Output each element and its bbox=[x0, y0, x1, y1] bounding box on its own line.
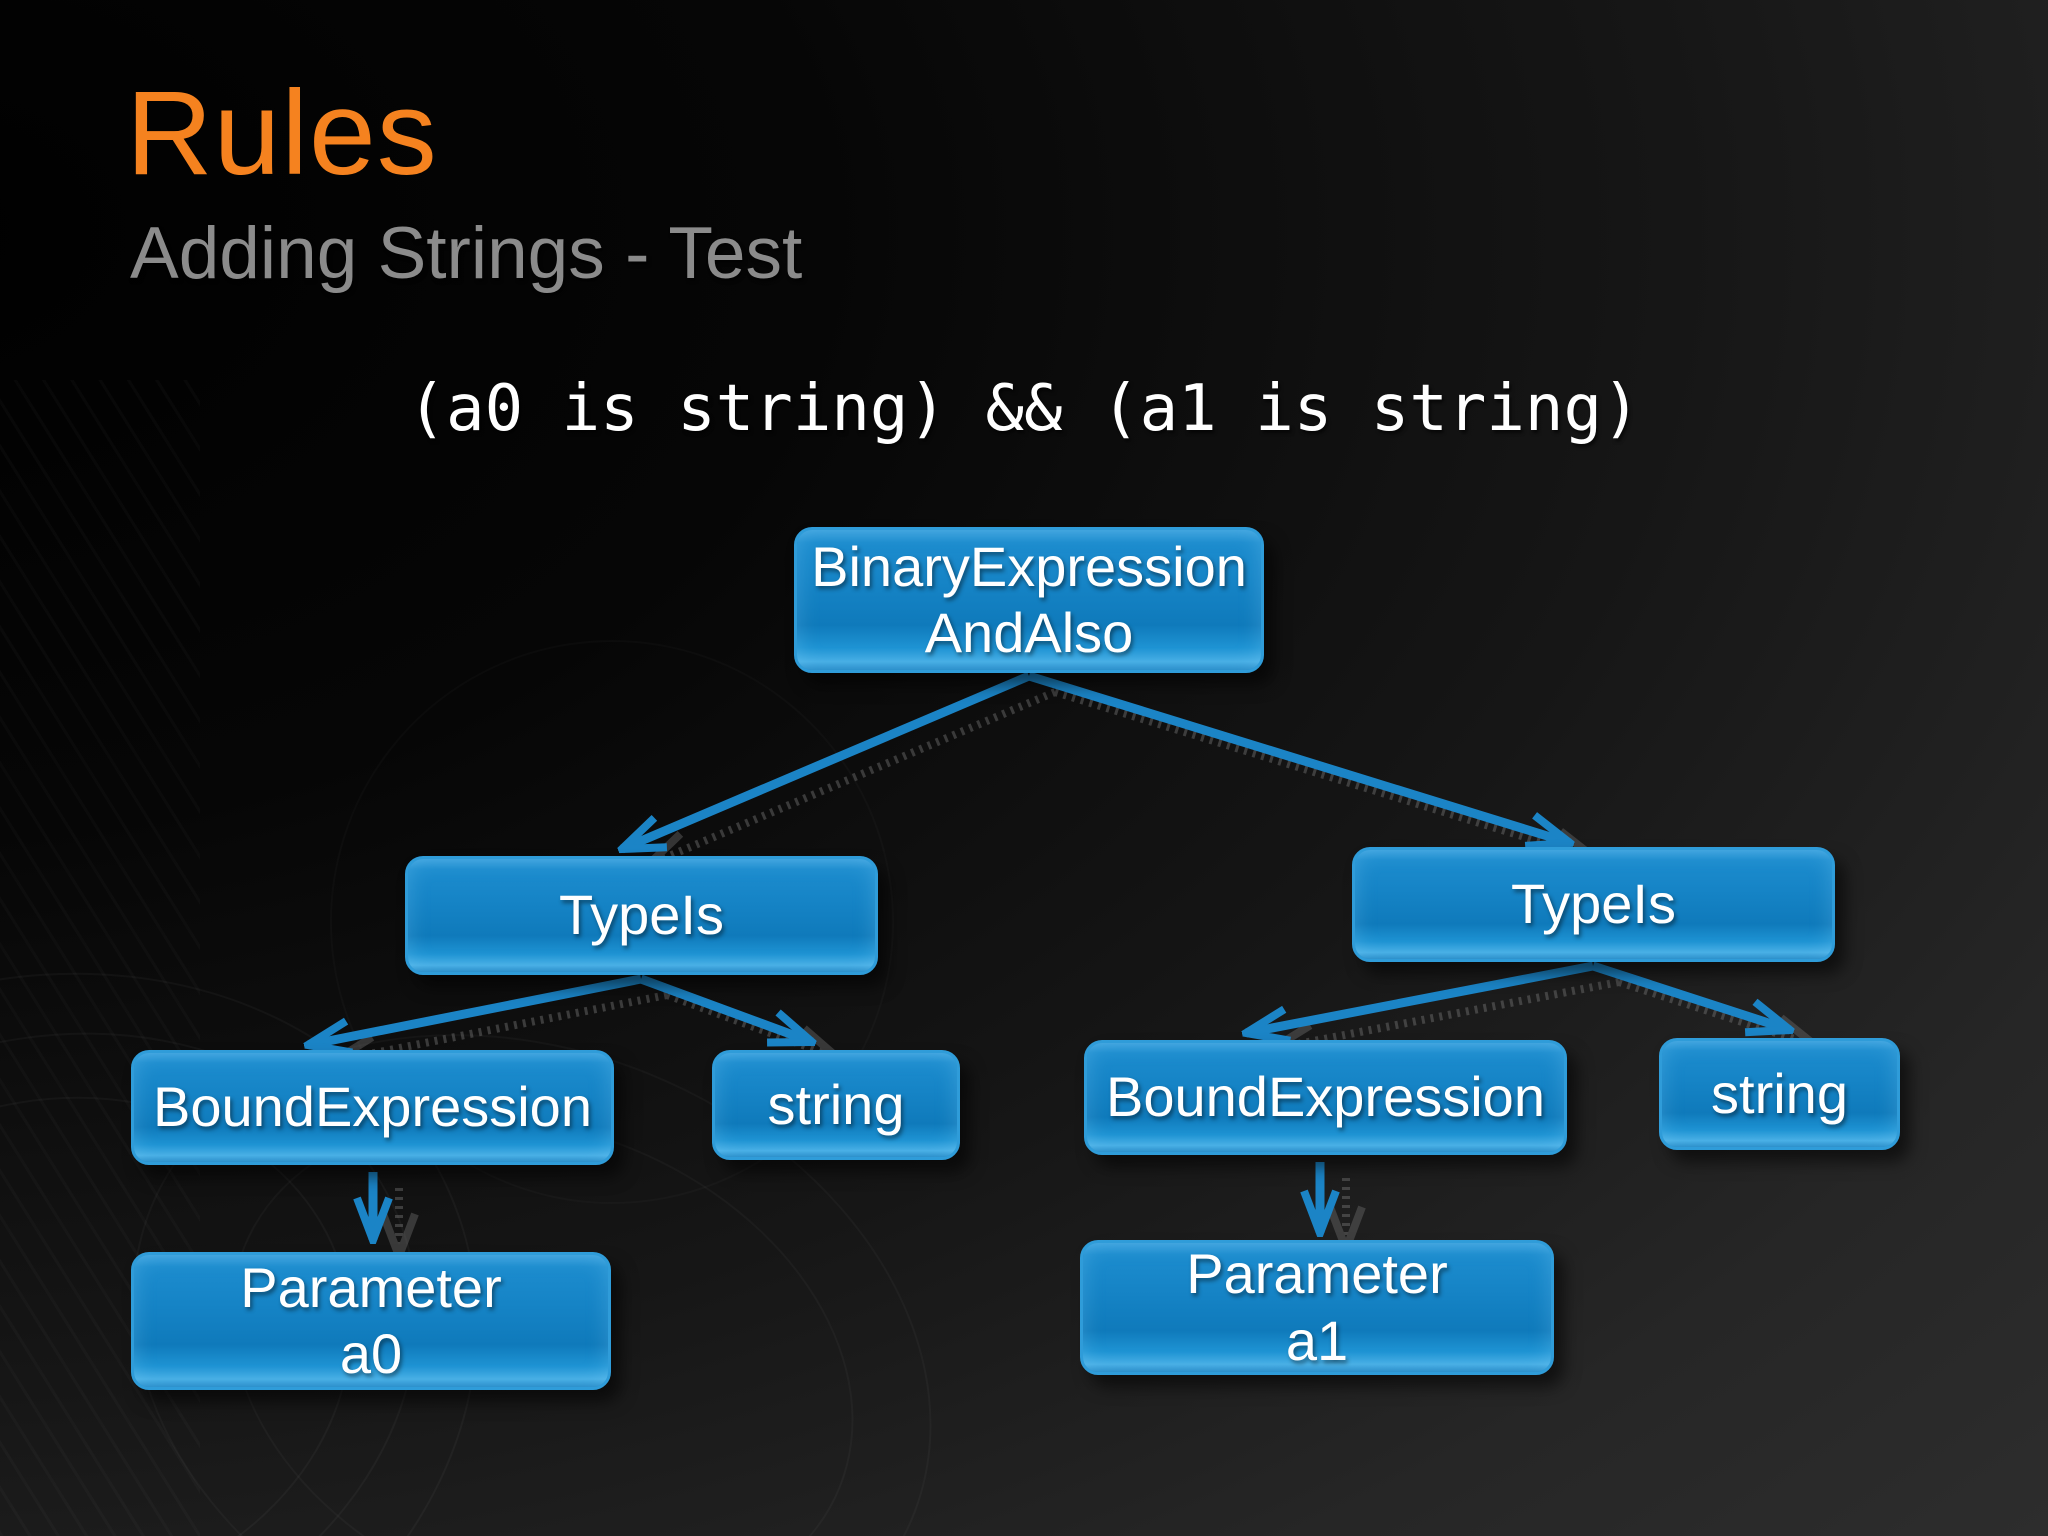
node-sublabel: a1 bbox=[1285, 1308, 1349, 1372]
node-label: string bbox=[1711, 1061, 1848, 1125]
slide-title: Rules bbox=[126, 66, 438, 200]
tree-node-boundexpression-right: BoundExpression bbox=[1084, 1040, 1567, 1155]
node-label: TypeIs bbox=[1511, 872, 1676, 936]
node-label: BoundExpression bbox=[1106, 1065, 1545, 1129]
tree-node-binaryexpression-andalso: BinaryExpression AndAlso bbox=[794, 527, 1264, 673]
tree-node-typeis-right: TypeIs bbox=[1352, 847, 1835, 962]
edge-root-typeis-left bbox=[622, 671, 1031, 849]
node-label: BinaryExpression bbox=[811, 534, 1247, 598]
slide-subtitle: Adding Strings - Test bbox=[130, 213, 803, 294]
node-label: Parameter bbox=[1186, 1242, 1448, 1306]
node-label: Parameter bbox=[240, 1255, 502, 1319]
node-label: TypeIs bbox=[559, 883, 724, 947]
node-label: string bbox=[767, 1072, 905, 1136]
tree-node-parameter-a1: Parameter a1 bbox=[1080, 1240, 1554, 1375]
node-sublabel: a0 bbox=[339, 1322, 403, 1385]
node-label: BoundExpression bbox=[153, 1075, 592, 1139]
tree-node-boundexpression-left: BoundExpression bbox=[131, 1050, 614, 1165]
tree-node-string-left: string bbox=[712, 1050, 960, 1160]
edge-typeisr-string-right bbox=[1591, 961, 1790, 1030]
edge-typeisr-bound-right bbox=[1246, 961, 1594, 1033]
tree-node-string-right: string bbox=[1659, 1038, 1900, 1150]
edge-root-typeis-right bbox=[1027, 671, 1570, 843]
edge-typeisl-string-left bbox=[639, 974, 812, 1042]
tree-node-parameter-a0: Parameter a0 bbox=[131, 1252, 611, 1390]
code-expression: (a0 is string) && (a1 is string) bbox=[407, 372, 1641, 446]
tree-node-typeis-left: TypeIs bbox=[405, 856, 878, 975]
node-sublabel: AndAlso bbox=[924, 601, 1134, 664]
edge-lines bbox=[308, 671, 1790, 1240]
edge-typeisl-bound-left bbox=[308, 974, 642, 1045]
